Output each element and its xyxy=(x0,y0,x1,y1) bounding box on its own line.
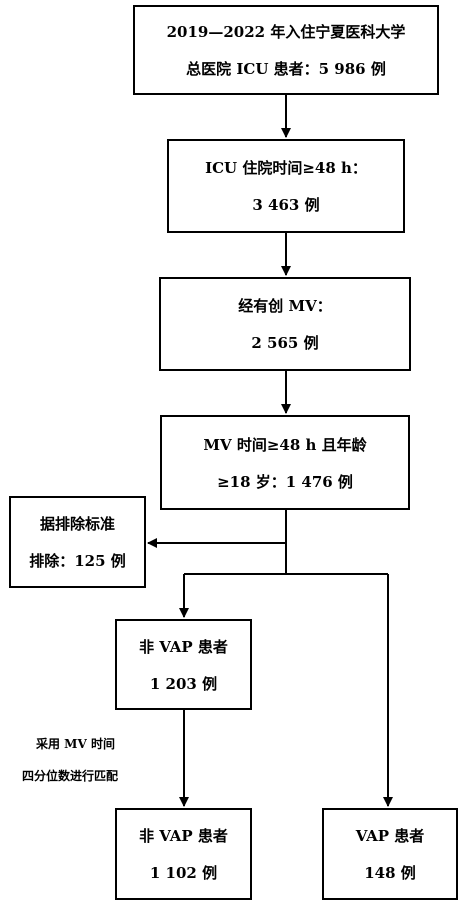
matching-note-line1: 采用 MV 时间 xyxy=(36,737,115,751)
box-total-line2: 总医院 ICU 患者：5 986 例 xyxy=(186,60,386,78)
box-mvage-line1: MV 时间≥48 h 且年龄 xyxy=(203,435,367,454)
box-non-vap-matched: 非 VAP 患者 1 102 例 xyxy=(115,808,252,900)
box-non-vap-matched-line1: 非 VAP 患者 xyxy=(139,827,228,845)
box-excluded-line1: 据排除标准 xyxy=(39,515,115,533)
box-non-vap: 非 VAP 患者 1 203 例 xyxy=(115,619,252,710)
box-vap: VAP 患者 148 例 xyxy=(322,808,458,900)
box-excluded-line2: 排除：125 例 xyxy=(29,552,126,570)
box-non-vap-line1: 非 VAP 患者 xyxy=(139,637,228,656)
box-total-line1: 2019—2022 年入住宁夏医科大学 xyxy=(166,23,406,41)
box-excluded: 据排除标准 排除：125 例 xyxy=(9,496,146,588)
box-icu-line2: 3 463 例 xyxy=(252,196,320,214)
matching-note-line2: 四分位数进行匹配 xyxy=(22,769,119,783)
box-mvage-line2: ≥18 岁：1 476 例 xyxy=(217,472,353,491)
box-non-vap-matched-line2: 1 102 例 xyxy=(149,864,218,882)
box-icu-stay-48h: ICU 住院时间≥48 h： 3 463 例 xyxy=(167,139,405,233)
box-vap-line2: 148 例 xyxy=(364,864,416,882)
box-mv-48h-age-18: MV 时间≥48 h 且年龄 ≥18 岁：1 476 例 xyxy=(160,415,410,510)
box-total-icu-patients: 2019—2022 年入住宁夏医科大学 总医院 ICU 患者：5 986 例 xyxy=(133,5,439,95)
box-mv-line1: 经有创 MV： xyxy=(238,297,332,315)
box-vap-line1: VAP 患者 xyxy=(355,827,425,845)
box-invasive-mv: 经有创 MV： 2 565 例 xyxy=(159,277,411,371)
box-non-vap-line2: 1 203 例 xyxy=(149,674,218,693)
box-mv-line2: 2 565 例 xyxy=(251,334,319,352)
box-icu-line1: ICU 住院时间≥48 h： xyxy=(205,159,367,177)
